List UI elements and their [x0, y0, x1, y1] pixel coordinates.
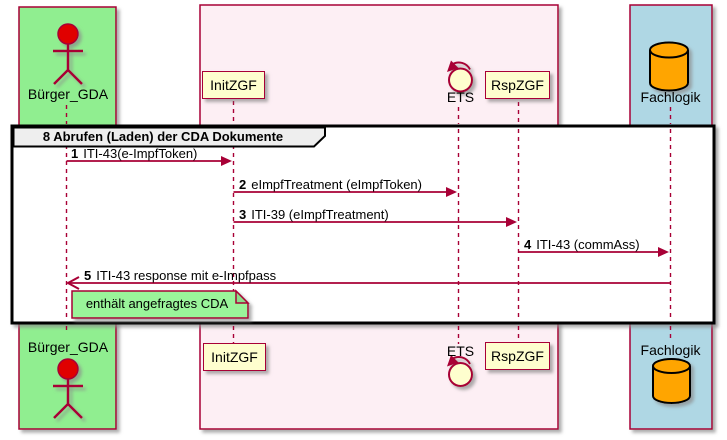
participant-box-initzgf-bottom: InitZGF	[203, 343, 266, 371]
participant-box-initzgf-top: InitZGF	[202, 71, 265, 99]
message-2-arrow	[233, 187, 457, 197]
message-4-text: ITI-43 (commAss)	[536, 237, 640, 252]
message-5-arrow	[65, 276, 671, 290]
message-3-number: 3	[239, 207, 247, 222]
message-1-arrow	[66, 156, 232, 166]
arrowhead	[506, 217, 517, 227]
control-icon-top	[447, 60, 473, 93]
message-4-number: 4	[524, 237, 532, 252]
message-5-number: 5	[84, 268, 92, 283]
message-4-arrow	[518, 247, 669, 257]
message-3-arrow	[233, 217, 517, 227]
actor-icon-bottom	[53, 358, 83, 419]
message-2-text: eImpfTreatment (eImpfToken)	[251, 177, 422, 192]
database-icon-top	[649, 41, 689, 92]
participant-label-fachlogik-top: Fachlogik	[640, 89, 701, 105]
actor-icon-top	[53, 23, 83, 85]
arrowhead	[446, 187, 457, 197]
message-4-label: 4 ITI-43 (commAss)	[524, 237, 640, 252]
group-title-tab	[12, 126, 326, 148]
control-icon-bottom	[447, 355, 473, 387]
message-2-label: 2 eImpfTreatment (eImpfToken)	[239, 177, 422, 192]
participant-label-ets-bottom: ETS	[446, 343, 475, 359]
participant-label-buerger-top: Bürger_GDA	[27, 86, 109, 102]
participant-label-buerger-bottom: Bürger_GDA	[27, 339, 109, 355]
group-frame-title: 8 Abrufen (Laden) der CDA Dokumente	[42, 129, 284, 144]
message-5-text: ITI-43 response mit e-Impfpass	[96, 268, 277, 283]
note-text: enthält angefragtes CDA	[85, 296, 229, 311]
message-1-number: 1	[71, 146, 79, 161]
arrowhead	[658, 247, 669, 257]
arrowhead	[221, 156, 232, 166]
note	[71, 289, 250, 319]
message-1-label: 1 ITI-43(e-ImpfToken)	[71, 146, 197, 161]
message-1-text: ITI-43(e-ImpfToken)	[83, 146, 198, 161]
participant-label-initzgf-top: InitZGF	[210, 77, 257, 93]
message-3-text: ITI-39 (eImpfTreatment)	[251, 207, 389, 222]
participant-label-rspzgf-bottom: RspZGF	[491, 348, 544, 364]
message-3-label: 3 ITI-39 (eImpfTreatment)	[239, 207, 389, 222]
message-2-number: 2	[239, 177, 247, 192]
arrowhead-open	[65, 276, 80, 290]
participant-label-fachlogik-bottom: Fachlogik	[640, 342, 701, 358]
participant-label-rspzgf-top: RspZGF	[491, 77, 544, 93]
participant-box-rspzgf-top: RspZGF	[485, 71, 550, 99]
participant-box-rspzgf-bottom: RspZGF	[485, 342, 550, 370]
participant-label-ets-top: ETS	[446, 89, 475, 105]
note-fold-corner	[235, 289, 250, 304]
group-frame	[10, 124, 716, 325]
message-5-label: 5 ITI-43 response mit e-Impfpass	[84, 268, 276, 283]
participant-label-initzgf-bottom: InitZGF	[211, 349, 258, 365]
database-icon-bottom	[652, 358, 691, 404]
